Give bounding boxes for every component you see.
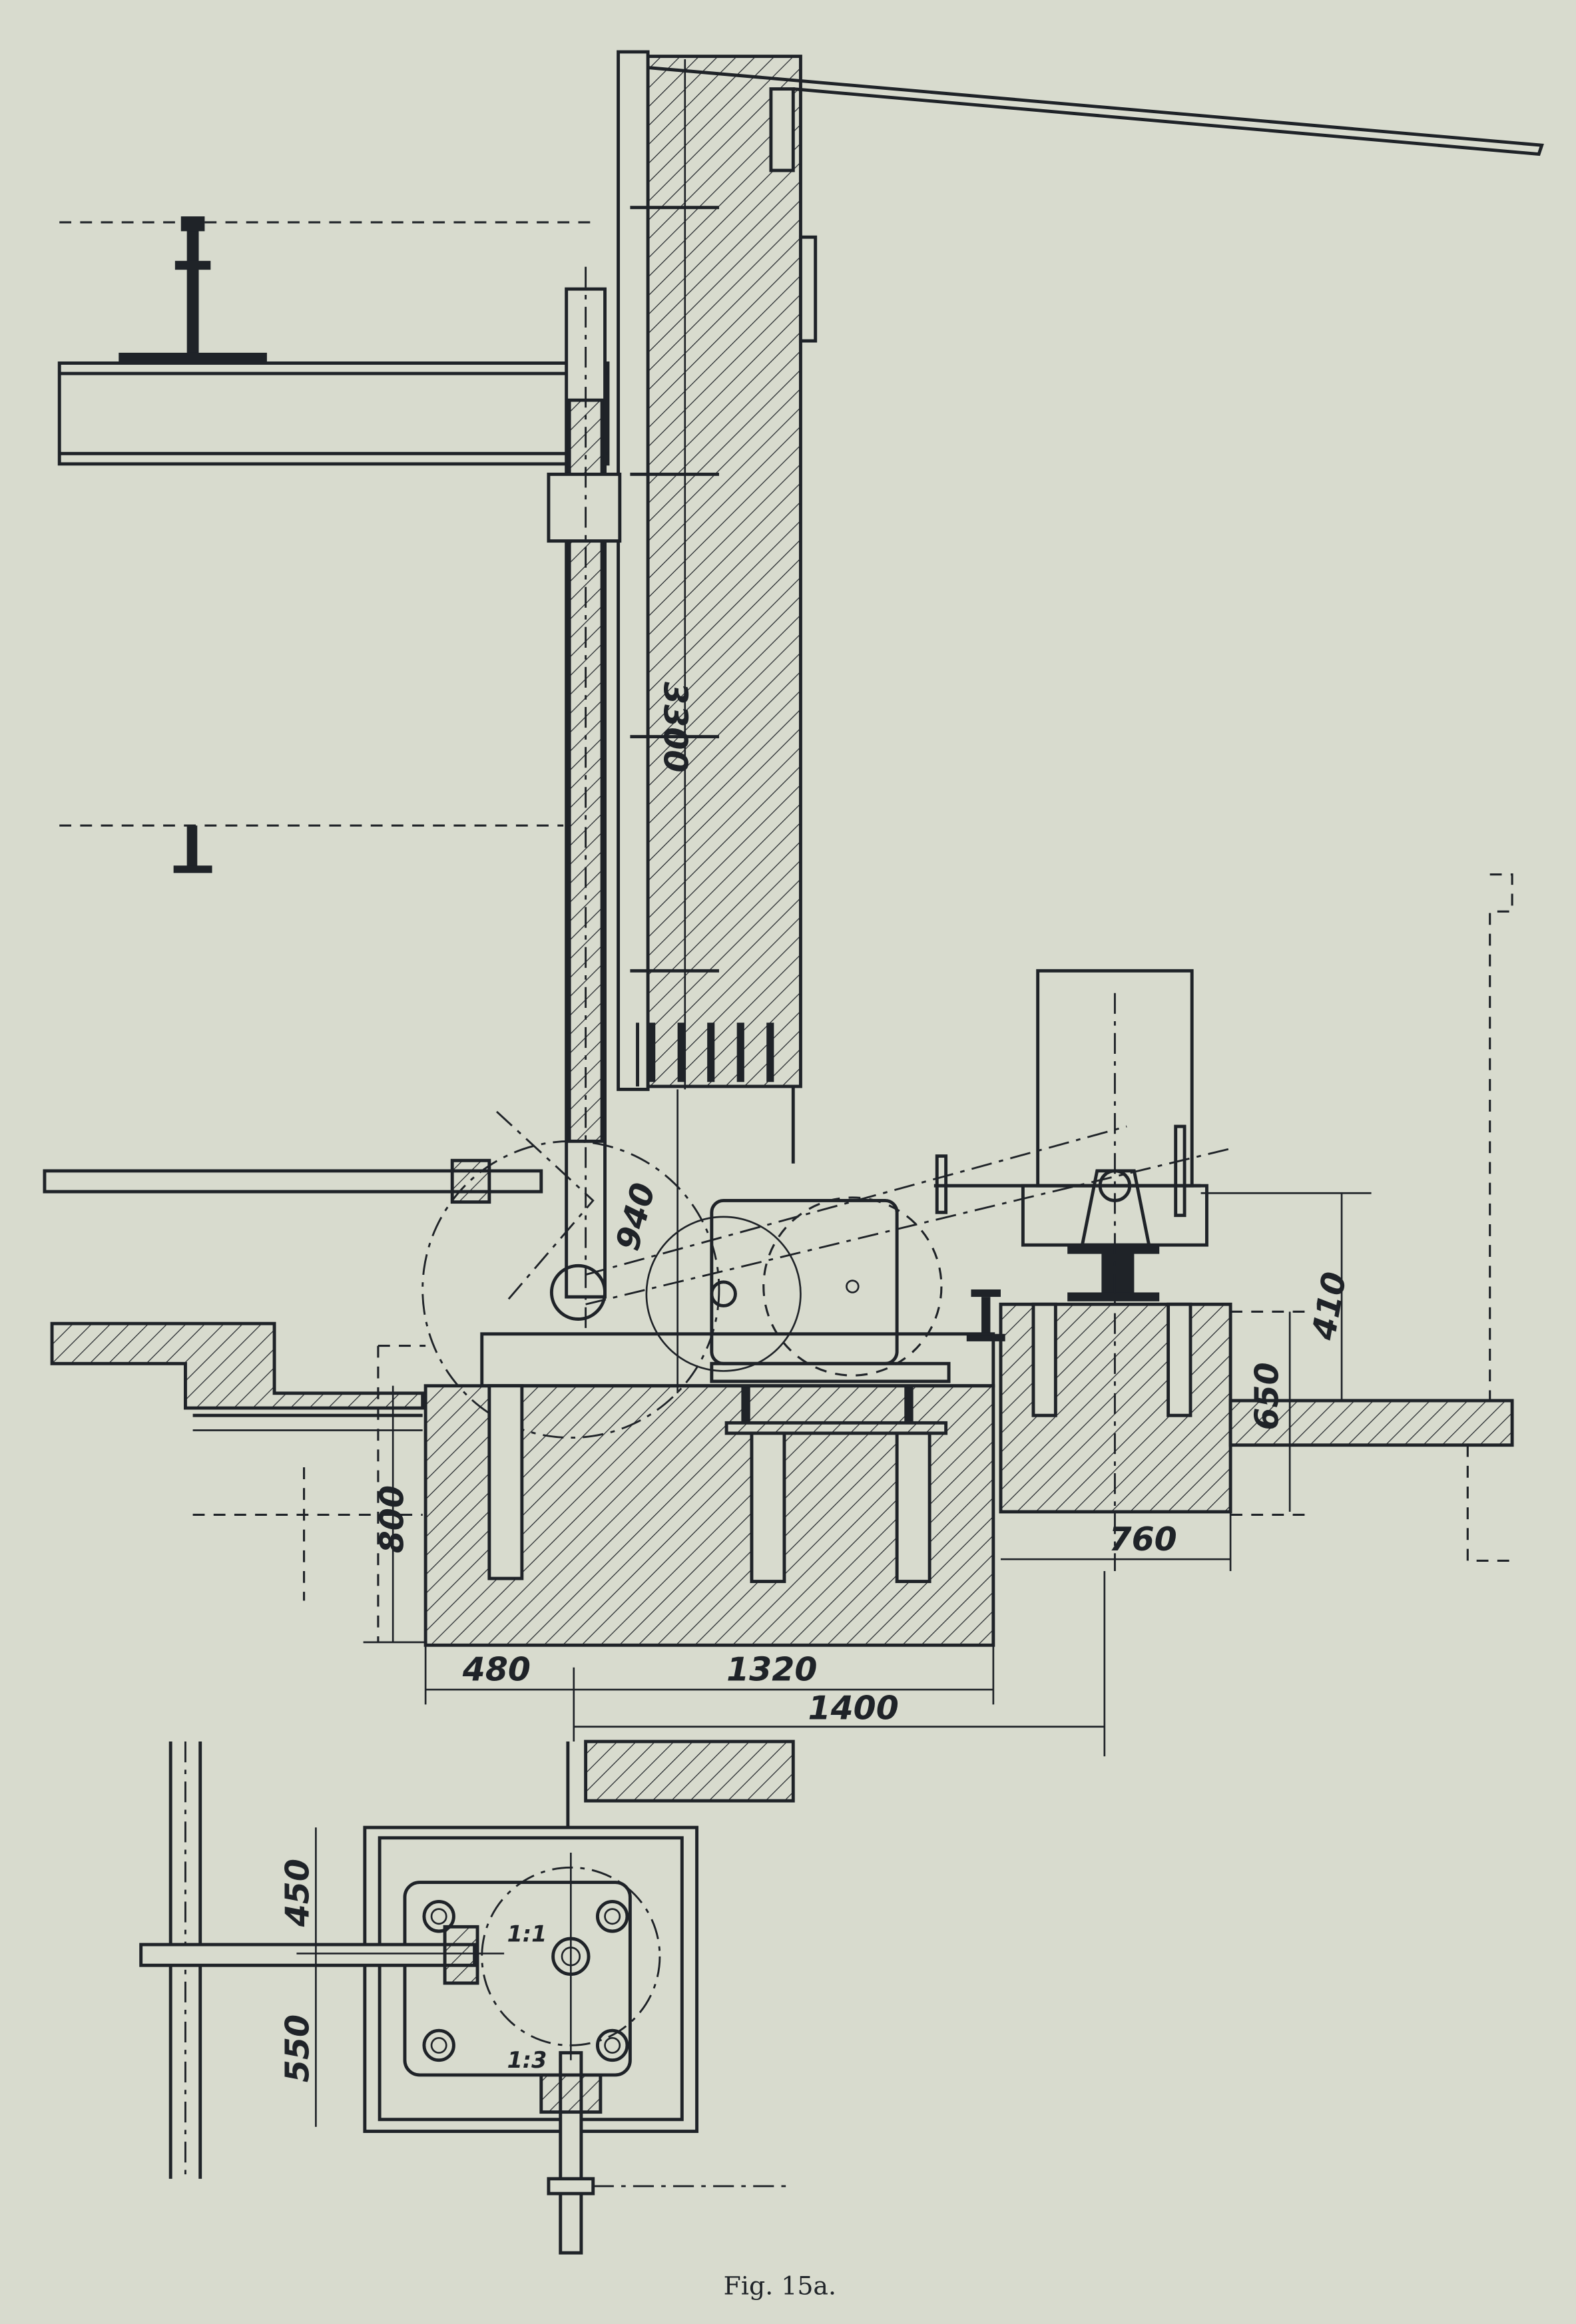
ground-right bbox=[1228, 873, 1514, 1562]
screw-spindle bbox=[547, 266, 622, 1334]
dim-480: 480 bbox=[462, 1651, 531, 1689]
dim-940: 940 bbox=[609, 1179, 663, 1254]
dim-800: 800 bbox=[374, 1485, 411, 1553]
ratio-upper: 1:1 bbox=[507, 1921, 547, 1947]
figure-caption: Fig. 15a. bbox=[724, 2271, 836, 2300]
ratio-lower: 1:3 bbox=[507, 2047, 547, 2073]
plan-view bbox=[139, 1740, 795, 2255]
dim-3300: 3300 bbox=[657, 682, 694, 772]
gear-train bbox=[421, 1110, 1231, 1439]
dim-650: 650 bbox=[1248, 1362, 1286, 1430]
dim-1400: 1400 bbox=[808, 1690, 899, 1728]
dim-550: 550 bbox=[278, 2014, 316, 2082]
girder-sections bbox=[648, 1023, 774, 1082]
masonry-pillar bbox=[617, 50, 818, 1164]
main-foundation bbox=[377, 1345, 995, 1647]
roof-sheet bbox=[637, 65, 1544, 156]
wall-anchors bbox=[630, 206, 719, 973]
dim-410: 410 bbox=[1304, 1269, 1354, 1343]
motor-foundation bbox=[999, 1302, 1232, 1514]
dim-760: 760 bbox=[1109, 1520, 1177, 1558]
electric-motor bbox=[933, 969, 1208, 1571]
upper-rail bbox=[59, 216, 593, 356]
lower-rail bbox=[59, 824, 564, 873]
dim-1320: 1320 bbox=[726, 1651, 817, 1689]
dimension-lines bbox=[363, 59, 1372, 1757]
crane-beam bbox=[57, 352, 610, 466]
ground-left bbox=[50, 1321, 425, 1601]
dim-450: 450 bbox=[278, 1859, 316, 1927]
drive-rod bbox=[43, 1158, 543, 1204]
i-beam-support bbox=[966, 1289, 1005, 1341]
